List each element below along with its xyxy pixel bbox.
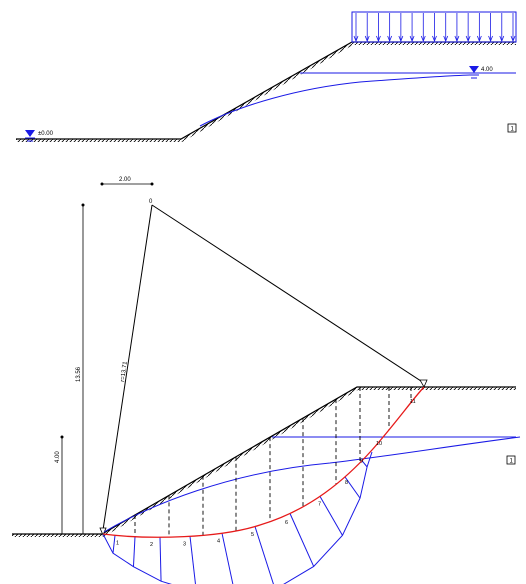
slice-number: 7 [318,501,321,507]
pressure-ray [319,496,343,536]
slice-lines [134,387,412,538]
load-arrow-head [409,35,415,43]
slice-number: 9 [360,459,363,465]
load-outline [351,11,517,43]
pressure-ray [344,476,361,499]
load-arrow-head [364,35,370,43]
bottom-terrain-hatch [12,387,516,537]
radius-line-left [102,204,153,531]
load-arrows [353,13,516,43]
slip-end-marker [419,379,428,388]
slip-surface [102,386,425,538]
center-point-label: 0 [149,199,153,205]
slice-number: 1 [116,541,119,547]
top-terrain-hatch [16,42,516,142]
slice-labels: 1 2 3 4 5 6 7 8 9 10 11 [116,399,416,548]
slice-number: 3 [183,542,186,548]
load-arrow-head [476,35,482,43]
pressure-outline [102,451,373,584]
right-water-symbol [469,66,479,79]
left-water-symbol [25,130,35,142]
top-panel-badge-box [507,123,517,133]
bottom-phreatic-line [103,436,521,533]
load-arrow-head [488,35,493,43]
top-dimension-label: 2.00 [119,177,131,183]
left-water-label: ±0.00 [38,131,54,137]
load-block [351,11,517,43]
load-arrow-head [420,35,426,43]
top-panel: ±0.00 4.00 1 [16,11,517,142]
load-arrow-head [398,35,404,43]
pressure-ray [361,460,368,468]
load-arrow-head [454,35,460,43]
slice-number: 2 [150,542,153,548]
load-arrow-head [387,35,393,43]
top-dimension [100,182,154,186]
bottom-panel-badge: 1 [510,459,514,465]
bottom-terrain-line [12,386,516,535]
bottom-panel: 2.00 13.56 4.00 0 r=13.71 1 2 3 4 5 6 7 [12,177,521,584]
pore-pressure-diagram [102,451,373,584]
pressure-ray [112,535,116,554]
pressure-ray [189,536,196,584]
slice-number: 4 [217,539,220,545]
slice-number: 5 [251,532,254,538]
pressure-ray [254,526,274,584]
top-terrain-line [16,41,516,140]
right-water-label: 4.00 [481,67,493,73]
pressure-ray [159,537,162,582]
load-arrow-head [510,35,516,43]
height-dimension-label: 13.56 [76,366,82,382]
slice-number: 6 [285,520,288,526]
load-arrow-head [465,35,471,43]
pressure-ray [221,533,234,584]
radius-line-right [151,204,425,384]
step-dimension [60,435,64,534]
load-arrow-head [376,35,381,43]
height-dimension [81,203,85,534]
top-phreatic-line [199,74,471,127]
pressure-ray [132,536,136,567]
load-arrow-head [499,35,505,43]
radius-label: r=13.71 [120,360,129,382]
step-dimension-label: 4.00 [55,451,61,463]
pressure-ray [289,513,315,567]
slice-number: 11 [410,399,416,405]
slice-number: 8 [345,480,348,486]
load-arrow-head [432,35,437,43]
top-panel-badge: 1 [511,127,515,133]
load-arrow-head [353,35,359,43]
slice-number: 10 [376,441,382,447]
bottom-panel-badge-box [506,455,516,465]
load-arrow-head [443,35,449,43]
